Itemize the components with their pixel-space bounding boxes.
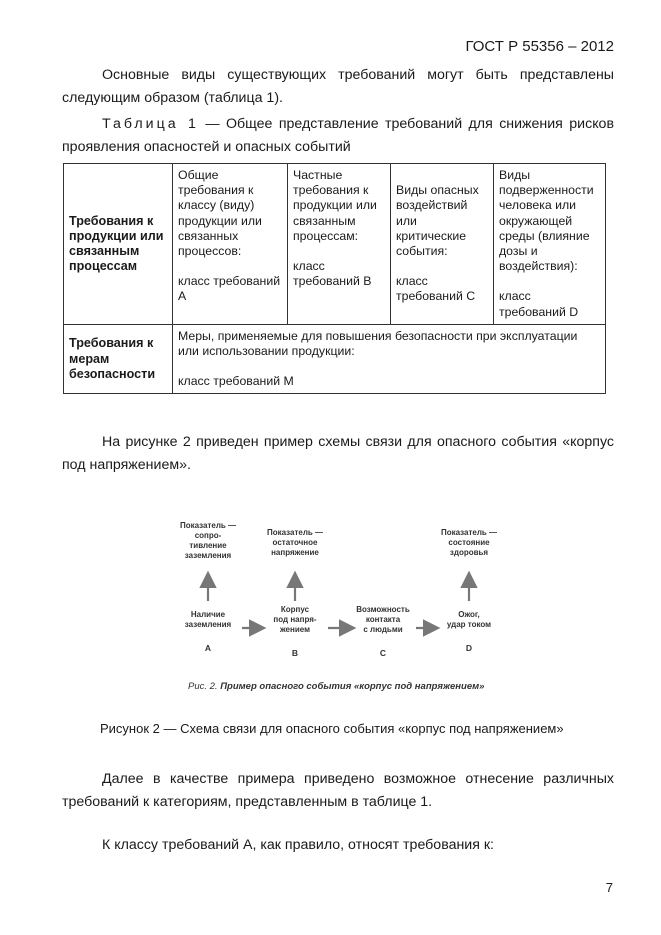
standard-header: ГОСТ Р 55356 – 2012: [465, 38, 614, 55]
figure-intro-paragraph: На рисунке 2 приведен пример схемы связи…: [62, 434, 614, 473]
cell-text: Меры, применяемые для повышения безопасн…: [178, 328, 578, 359]
letter-d: D: [465, 643, 473, 653]
diagram-arrows: [199, 570, 478, 637]
inner-caption-prefix: Рис. 2.: [188, 681, 221, 692]
row-head-safety: Требования к мерам безопасности: [63, 323, 173, 395]
last-paragraph: К классу требований А, как правило, отно…: [102, 837, 494, 853]
cell-class: класс требований С: [396, 274, 476, 304]
cell-text: Виды опасных воздействий или критические…: [396, 183, 479, 259]
figure-caption: Рисунок 2 — Схема связи для опасного соб…: [100, 721, 564, 736]
table-caption-text: — Общее представление требований для сни…: [62, 116, 614, 155]
table-caption: Таблица 1 — Общее представление требован…: [62, 113, 614, 159]
intro-paragraph: Основные виды существующих требований мо…: [62, 67, 614, 106]
letter-a: A: [204, 643, 212, 653]
letter-c: C: [379, 648, 387, 658]
cell-text: Виды подверженности человека или окружаю…: [499, 168, 594, 274]
table-caption-label: Таблица 1: [102, 116, 199, 132]
cell-class: класс требований А: [178, 274, 281, 304]
letter-b: B: [291, 648, 299, 658]
cell-class: класс требований D: [499, 289, 579, 319]
table-row: Требования к продукции или связанным про…: [63, 163, 606, 325]
table-cell: Частные требования к продукции или связа…: [287, 163, 391, 325]
inner-caption-title: Пример опасного события «корпус под напр…: [220, 681, 485, 692]
table-cell: Общие требования к классу (виду) продукц…: [172, 163, 288, 325]
table-row: Требования к мерам безопасности Меры, пр…: [63, 323, 606, 395]
cell-text: Частные требования к продукции или связа…: [293, 168, 377, 243]
node-d: Ожог,удар током: [446, 610, 492, 629]
row-head-product: Требования к продукции или связанным про…: [63, 163, 173, 325]
cell-text: Общие требования к классу (виду) продукц…: [178, 168, 262, 259]
figure-inner-caption: Рис. 2. Пример опасного события «корпус …: [188, 681, 484, 692]
cell-class: класс требований М: [178, 374, 294, 389]
page-number: 7: [605, 880, 613, 895]
table-cell: Меры, применяемые для повышения безопасн…: [172, 323, 606, 395]
table-cell: Виды опасных воздействий или критические…: [390, 163, 494, 325]
requirements-table: Требования к продукции или связанным про…: [63, 163, 606, 395]
table-cell: Виды подверженности человека или окружаю…: [493, 163, 606, 325]
cell-class: класс требований В: [293, 259, 372, 289]
next-paragraph: Далее в качестве примера приведено возмо…: [62, 771, 614, 810]
